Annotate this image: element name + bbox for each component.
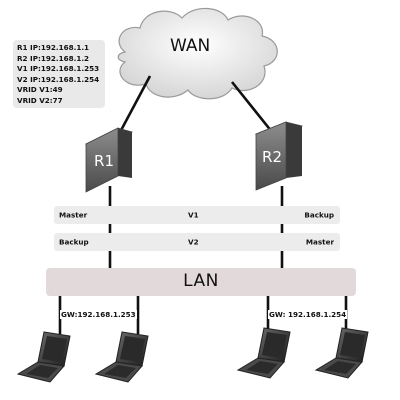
wan-link-r2 (230, 81, 274, 133)
vrrp-v1-bar: Master V1 Backup (54, 206, 340, 224)
router-r2-label: R2 (262, 148, 282, 166)
gateway-left-label: GW:192.168.1.253 (60, 310, 137, 319)
vrrp-info-box: R1 IP:192.168.1.1 R2 IP:192.168.1.2 V1 I… (13, 40, 105, 108)
info-vrid-v2: VRID V2:77 (17, 95, 63, 105)
v2-name: V2 (188, 237, 199, 247)
router-r1-icon (84, 127, 134, 193)
wan-link-r1 (116, 75, 152, 137)
v2-left-role: Backup (59, 237, 89, 247)
v1-right-role: Backup (304, 210, 334, 220)
router-r2-icon (254, 121, 304, 191)
router-r1-label: R1 (94, 152, 114, 170)
v1-left-role: Master (59, 210, 88, 220)
info-r2-ip: R2 IP:192.168.1.2 (17, 53, 90, 63)
laptop-icon (94, 331, 149, 383)
info-v2-ip: V2 IP:192.168.1.254 (17, 74, 100, 84)
lan-label: LAN (183, 271, 219, 291)
cloud-icon (117, 7, 278, 100)
gateway-right-label: GW: 192.168.1.254 (268, 310, 348, 319)
v2-right-role: Master (305, 237, 334, 247)
wan-label: WAN (170, 36, 211, 56)
laptop-icon (236, 327, 291, 379)
info-vrid-v1: VRID V1:49 (17, 85, 63, 95)
vrrp-v2-bar: Backup V2 Master (54, 233, 340, 251)
info-r1-ip: R1 IP:192.168.1.1 (17, 43, 90, 52)
info-v1-ip: V1 IP:192.168.1.253 (17, 64, 100, 74)
laptop-icon (314, 327, 369, 379)
lan-bar: LAN (46, 268, 356, 296)
laptop-icon (16, 331, 71, 383)
v1-name: V1 (188, 210, 199, 220)
